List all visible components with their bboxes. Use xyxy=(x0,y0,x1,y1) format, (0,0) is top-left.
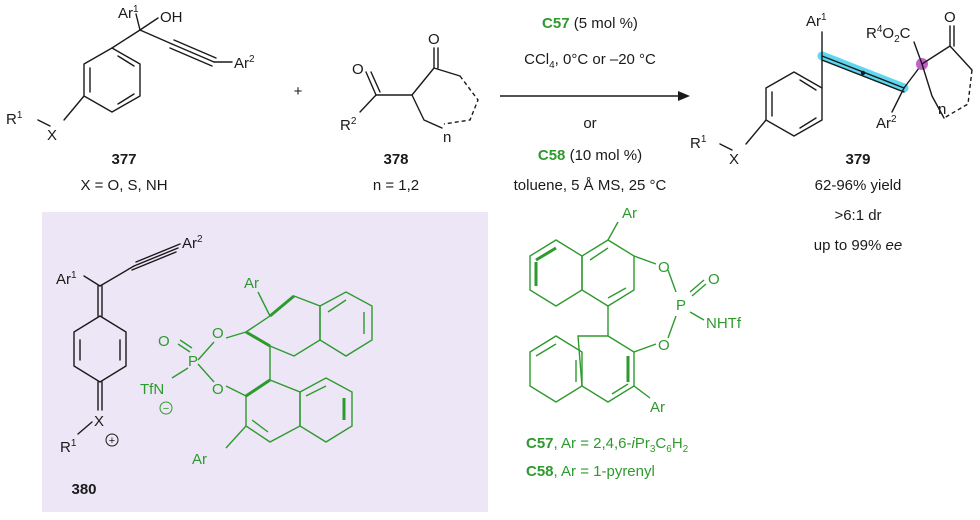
benzene-ring-379 xyxy=(765,71,823,137)
reactant-377: Ar1 OH Ar2 R1 X 377 X = O, S, NH xyxy=(6,4,255,194)
ee-379: up to 99% ee xyxy=(814,237,902,254)
compound-number-379: 379 xyxy=(845,151,870,168)
r2-label: R2 xyxy=(340,116,357,134)
svg-text:−: − xyxy=(163,403,169,415)
o-bottom-label-380: O xyxy=(212,381,224,398)
ester-label-379: R4O2C xyxy=(866,24,911,45)
o-left-label: O xyxy=(352,61,364,78)
tfn-label-380: TfN xyxy=(140,381,164,398)
positive-charge xyxy=(105,433,119,447)
negative-charge xyxy=(159,401,173,415)
n-label-379: n xyxy=(938,101,946,118)
quinone-methide-ring xyxy=(73,315,127,383)
dr-379: >6:1 dr xyxy=(834,207,881,224)
n-label: n xyxy=(443,129,451,146)
ketone-o-label-379: O xyxy=(944,9,956,26)
catalyst-o-double: O xyxy=(708,271,720,288)
catalyst-p: P xyxy=(676,297,686,314)
catalyst-legend: C57, Ar = 2,4,6-iPr3C6H2 C58, Ar = 1-pyr… xyxy=(526,435,689,480)
x-label: X xyxy=(47,127,57,144)
ar1-label-380: Ar1 xyxy=(56,270,77,288)
o-double-label-380: O xyxy=(158,333,170,350)
x-label-380: X xyxy=(94,413,104,430)
compound-number-377: 377 xyxy=(111,151,136,168)
catalyst-o-bottom: O xyxy=(658,337,670,354)
o-top-label-380: O xyxy=(212,325,224,342)
catalyst-ar-top: Ar xyxy=(622,205,637,222)
catalyst-ar-bottom: Ar xyxy=(650,399,665,416)
catalyst-nhtf: NHTf xyxy=(706,315,742,332)
svg-text:+: + xyxy=(109,435,115,447)
ar2-label-380: Ar2 xyxy=(182,234,203,252)
ar2-label-379: Ar2 xyxy=(876,114,897,132)
conditions-or: or xyxy=(583,115,596,132)
ar2-label: Ar2 xyxy=(234,54,255,72)
r1-label: R1 xyxy=(6,110,23,128)
catalyst-o-top: O xyxy=(658,259,670,276)
compound-number-380: 380 xyxy=(71,481,96,498)
product-379: Ar1 R4O2C O Ar2 n R1 X 379 62-96% yield … xyxy=(690,9,973,254)
compound-number-378: 378 xyxy=(383,151,408,168)
allene-center-dot xyxy=(860,70,866,76)
c57-legend: C57, Ar = 2,4,6-iPr3C6H2 xyxy=(526,435,689,455)
c58-legend: C58, Ar = 1-pyrenyl xyxy=(526,463,655,480)
phosphate-anion: O O P O TfN − Ar Ar xyxy=(140,275,373,468)
conditions-line-2: CCl4, 0°C or –20 °C xyxy=(524,51,656,71)
plus-sign: + xyxy=(294,83,303,100)
reactant-378: O O R2 n 378 n = 1,2 xyxy=(340,31,479,194)
r1-label-380: R1 xyxy=(60,438,77,456)
o-right-label: O xyxy=(428,31,440,48)
oh-label: OH xyxy=(160,9,183,26)
intermediate-380: Ar1 Ar2 X R1 + 380 xyxy=(56,234,373,498)
arrow-head xyxy=(678,91,690,101)
ar-bottom-label-380: Ar xyxy=(192,451,207,468)
conditions-line-3: C58 (10 mol %) xyxy=(538,147,642,164)
condition-378: n = 1,2 xyxy=(373,177,419,194)
condition-377: X = O, S, NH xyxy=(80,177,167,194)
ar-top-label-380: Ar xyxy=(244,275,259,292)
benzene-ring-377 xyxy=(83,47,141,113)
ar1-label: Ar1 xyxy=(118,4,139,22)
x-label-379: X xyxy=(729,151,739,168)
yield-379: 62-96% yield xyxy=(815,177,902,194)
p-label-380: P xyxy=(188,353,198,370)
reaction-conditions: C57 (5 mol %) CCl4, 0°C or –20 °C or C58… xyxy=(500,15,690,194)
intermediate-box xyxy=(42,212,488,512)
r1-label-379: R1 xyxy=(690,134,707,152)
conditions-line-1: C57 (5 mol %) xyxy=(542,15,638,32)
conditions-line-4: toluene, 5 Å MS, 25 °C xyxy=(514,177,667,194)
ar1-label-379: Ar1 xyxy=(806,12,827,30)
catalyst-structure: Ar O P O NHTf O Ar xyxy=(529,205,742,416)
